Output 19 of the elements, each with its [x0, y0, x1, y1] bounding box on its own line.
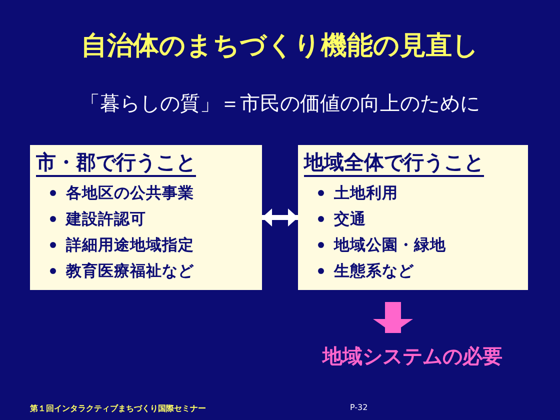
- panel-heading: 市・郡で行うこと: [36, 149, 196, 177]
- arrow: [373, 302, 413, 333]
- content-panel: [298, 145, 528, 290]
- list-item: 建設許認可: [66, 209, 146, 229]
- list-item: 詳細用途地域指定: [66, 235, 194, 255]
- conclusion-text: 地域システムの必要: [300, 343, 525, 369]
- list-item: 土地利用: [334, 183, 398, 203]
- list-item: 生態系など: [334, 261, 414, 281]
- content-panel: [30, 145, 262, 290]
- list-item: 交通: [334, 209, 366, 229]
- page-number: P-32: [350, 403, 368, 412]
- list-item: 教育医療福祉など: [66, 261, 194, 281]
- list-item: 各地区の公共事業: [66, 183, 194, 203]
- slide-title: 自治体のまちづくり機能の見直し: [80, 30, 480, 63]
- footer-text: 第１回インタラクティブまちづくり国際セミナー: [30, 403, 206, 414]
- arrow: [262, 208, 298, 226]
- subtitle: 「暮らしの質」＝市民の価値の向上のために: [79, 90, 481, 117]
- panel-heading: 地域全体で行うこと: [304, 149, 484, 177]
- list-item: 地域公園・緑地: [334, 235, 446, 255]
